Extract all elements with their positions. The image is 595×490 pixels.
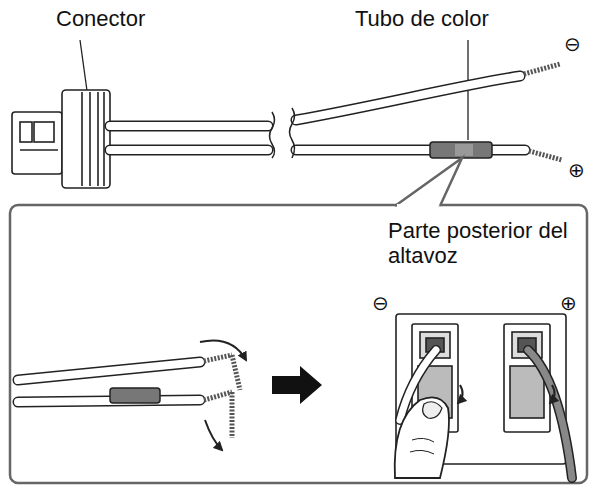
rj-connector — [12, 90, 110, 188]
break-mark — [270, 112, 275, 158]
terminal-symbol: ⊕ — [560, 293, 577, 313]
color-tube — [110, 388, 160, 403]
press-arrow — [458, 385, 463, 403]
callout-wedge — [395, 158, 462, 206]
step-arrow — [272, 366, 322, 404]
bare-wire — [524, 64, 560, 74]
twist-wires — [18, 362, 200, 402]
bent-tip — [232, 355, 240, 390]
part-label: Conector — [56, 6, 145, 31]
bent-tip — [230, 392, 235, 438]
terminal-symbol: ⊖ — [372, 293, 389, 313]
speaker-cable — [110, 76, 525, 150]
finger — [395, 397, 449, 478]
color-tube — [455, 144, 473, 156]
color-tube — [430, 142, 492, 158]
press-arrow — [550, 385, 555, 403]
polarity-symbol: ⊕ — [568, 160, 585, 180]
break-mark — [290, 108, 295, 158]
bend-arrow — [205, 420, 222, 450]
bend-arrow — [200, 340, 246, 360]
detail-panel — [10, 205, 587, 483]
fingernail — [423, 402, 442, 419]
bare-wire — [529, 151, 562, 160]
polarity-symbol: ⊖ — [564, 34, 581, 54]
part-label: Tubo de color — [355, 6, 489, 31]
part-label: Parte posterior del altavoz — [388, 218, 578, 269]
